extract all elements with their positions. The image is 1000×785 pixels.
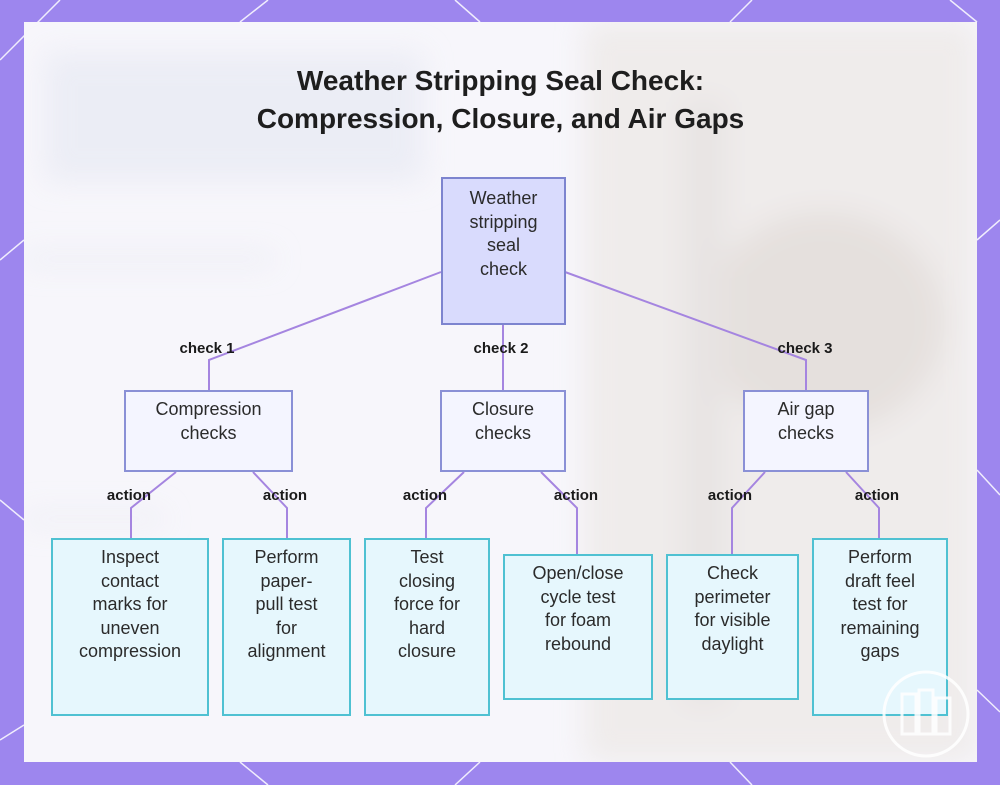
action-line: cycle test xyxy=(540,586,616,607)
edge-label-action-3: action xyxy=(402,487,448,504)
root-line: Weather xyxy=(469,188,538,208)
edge-compression-action-1 xyxy=(130,471,177,538)
action-line: uneven xyxy=(100,617,160,638)
root-line: check xyxy=(479,258,527,279)
edge-compression-action-2 xyxy=(252,471,288,538)
edge-closure-action-3 xyxy=(425,471,465,538)
edge-airgap-action-6 xyxy=(845,471,880,538)
edge-label-action-6: action xyxy=(854,487,900,504)
action-line: daylight xyxy=(701,633,764,654)
action-line: force for xyxy=(393,594,461,614)
edge-label-check-3: check 3 xyxy=(777,340,833,357)
action-line: Check xyxy=(706,563,759,583)
action-line: remaining xyxy=(840,617,920,638)
action-node-6: Perform draft feel test for remaining ga… xyxy=(812,538,948,716)
action-line: alignment xyxy=(247,641,326,661)
action-line: pull test xyxy=(255,594,318,614)
action-line: Test xyxy=(410,547,444,567)
edge-label-action-4: action xyxy=(553,487,599,504)
category-node-compression: Compression checks xyxy=(124,390,293,472)
edge-root-compression xyxy=(208,271,442,390)
edge-airgap-action-5 xyxy=(731,471,766,554)
edge-label-action-2: action xyxy=(262,487,308,504)
action-line: contact xyxy=(100,570,160,591)
edge-label-action-1: action xyxy=(106,487,152,504)
category-line: checks xyxy=(180,422,237,443)
action-line: closure xyxy=(397,641,457,661)
action-line: Inspect xyxy=(100,547,160,567)
category-node-closure: Closure checks xyxy=(440,390,566,472)
category-line: checks xyxy=(474,422,532,443)
action-line: draft feel xyxy=(844,570,916,591)
category-node-air-gap: Air gap checks xyxy=(743,390,869,472)
action-line: compression xyxy=(78,641,182,661)
action-line: for foam xyxy=(544,610,612,630)
category-line: checks xyxy=(777,422,834,443)
root-line: stripping xyxy=(469,211,538,232)
action-line: for xyxy=(275,617,297,638)
edge-closure-action-4 xyxy=(540,471,578,554)
edge-root-airgap xyxy=(564,271,807,390)
action-node-5: Check perimeter for visible daylight xyxy=(666,554,799,700)
action-line: perimeter xyxy=(694,586,771,607)
action-line: Open/close xyxy=(532,563,624,583)
action-line: rebound xyxy=(544,633,612,654)
action-line: Perform xyxy=(847,547,912,567)
category-line: Closure xyxy=(471,399,535,419)
action-line: gaps xyxy=(860,641,900,661)
action-line: Perform xyxy=(254,547,319,567)
action-line: marks for xyxy=(92,594,168,614)
action-line: test for xyxy=(852,594,908,614)
action-line: closing xyxy=(398,570,456,591)
action-node-4: Open/close cycle test for foam rebound xyxy=(503,554,653,700)
category-line: Compression xyxy=(155,399,262,419)
category-line: Air gap xyxy=(777,399,835,419)
action-line: hard xyxy=(408,617,446,638)
action-node-2: Perform paper- pull test for alignment xyxy=(222,538,351,716)
action-line: for visible xyxy=(694,610,771,630)
edge-label-check-2: check 2 xyxy=(473,340,529,357)
action-line: paper- xyxy=(260,570,313,591)
root-line: seal xyxy=(486,235,520,255)
root-node: Weather stripping seal check xyxy=(441,177,566,325)
title-line-1: Weather Stripping Seal Check: xyxy=(296,65,705,96)
diagram-title: Weather Stripping Seal Check: Compressio… xyxy=(24,62,977,138)
action-node-3: Test closing force for hard closure xyxy=(364,538,490,716)
edge-label-check-1: check 1 xyxy=(179,340,235,357)
watermark-logo-icon xyxy=(882,670,970,758)
edge-label-action-5: action xyxy=(707,487,753,504)
title-line-2: Compression, Closure, and Air Gaps xyxy=(256,103,745,134)
action-node-1: Inspect contact marks for uneven compres… xyxy=(51,538,209,716)
